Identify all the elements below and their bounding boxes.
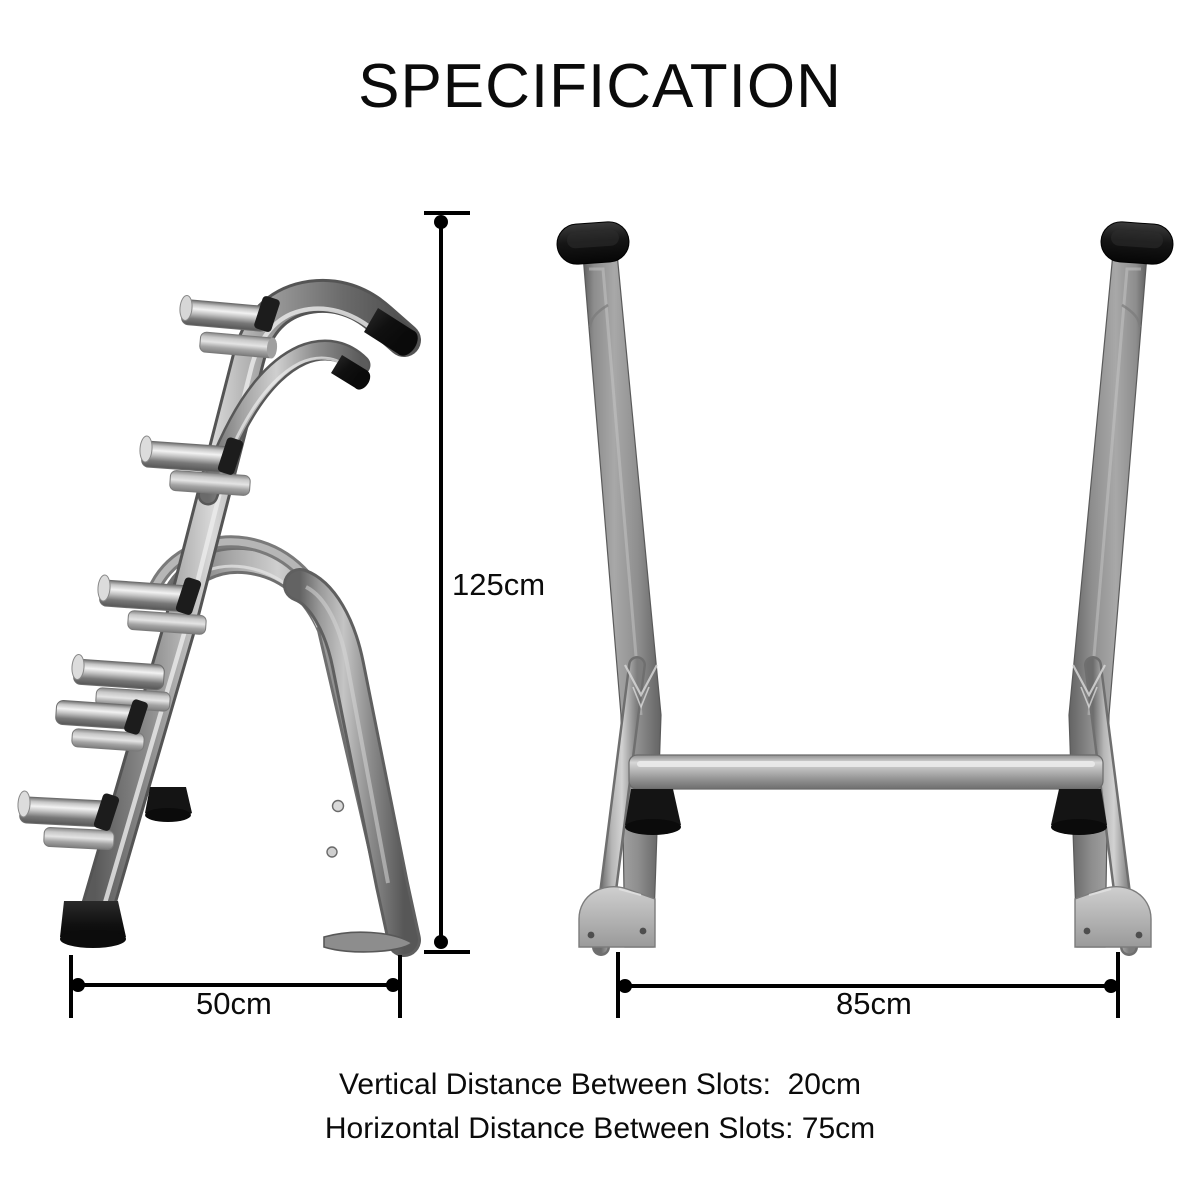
- side-width-dimension-label: 50cm: [196, 986, 272, 1021]
- slot-peg: [17, 790, 113, 828]
- side-width-dot-right: [386, 978, 400, 992]
- front-right-post: [1068, 252, 1148, 956]
- slot-peg: [199, 331, 278, 359]
- side-view-illustration: [0, 195, 560, 965]
- slot-peg: [43, 826, 115, 851]
- rivet: [331, 799, 345, 813]
- height-dimension-label: 125cm: [452, 567, 546, 602]
- page-title: SPECIFICATION: [358, 52, 842, 121]
- front-cross-brace: [628, 754, 1104, 790]
- front-cap-left: [556, 221, 630, 265]
- front-rear-foot-right: [1051, 789, 1107, 835]
- slot-peg: [169, 470, 251, 496]
- side-front-foot-plate: [323, 931, 414, 953]
- slot-collar: [175, 577, 202, 615]
- front-base-plate-left: [578, 886, 656, 948]
- side-front-leg: [283, 568, 421, 957]
- slot-collar: [93, 793, 120, 831]
- front-view-svg: [556, 221, 1174, 956]
- slot-peg: [71, 728, 145, 752]
- front-width-dot-left: [618, 979, 632, 993]
- front-width-dimension-label: 85cm: [836, 986, 912, 1021]
- rivet: [326, 846, 338, 858]
- slot-collar: [217, 437, 244, 475]
- side-cap-rear: [364, 308, 418, 356]
- side-view-svg: [17, 279, 421, 957]
- front-width-dot-right: [1104, 979, 1118, 993]
- slot-peg: [179, 295, 269, 332]
- front-cap-right: [1100, 221, 1174, 265]
- note-vertical-distance: Vertical Distance Between Slots: 20cm: [339, 1068, 861, 1101]
- note-horizontal-distance: Horizontal Distance Between Slots: 75cm: [324, 1112, 876, 1145]
- slot-peg: [97, 574, 195, 613]
- front-left-post: [582, 252, 662, 956]
- slot-collar: [254, 296, 280, 332]
- side-mid-foot: [145, 787, 192, 822]
- side-width-dot-left: [71, 978, 85, 992]
- side-slot-pegs: [17, 295, 280, 851]
- front-view-illustration: [545, 195, 1185, 965]
- slot-peg: [71, 654, 165, 691]
- front-rear-foot-left: [625, 789, 681, 835]
- slot-peg: [139, 435, 237, 474]
- slot-collar: [124, 699, 148, 735]
- side-rear-foot: [60, 901, 126, 948]
- spec-notes: Vertical Distance Between Slots: 20cm Ho…: [0, 1063, 1200, 1151]
- side-cap-front: [331, 355, 371, 390]
- slot-peg: [127, 610, 207, 635]
- front-base-plate-right: [1074, 886, 1152, 948]
